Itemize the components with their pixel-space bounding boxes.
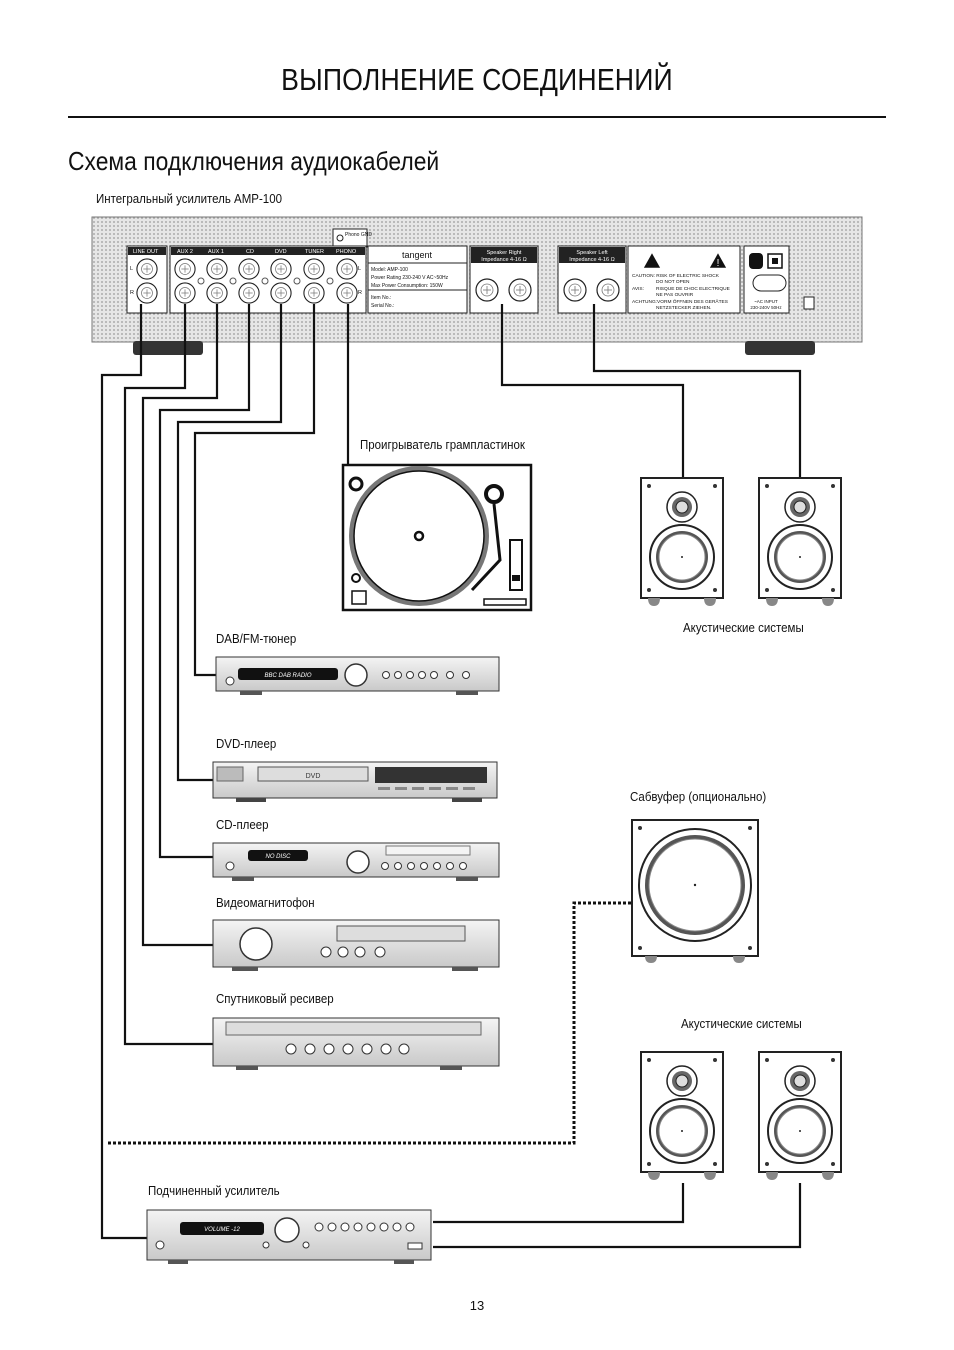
aux2-label: AUX 2 [177,249,193,255]
speaker-left-label: Speaker Left [576,250,608,256]
satellite-receiver [212,1017,500,1070]
tuner-display-text: BBC DAB RADIO [264,673,311,679]
do-not-open-text: DO NOT OPEN [656,279,690,285]
satellite-label: Спутниковый ресивер [216,992,334,1006]
rear-left-speaker [640,1050,724,1182]
achtung-text-1: ACHTUNG:VORM ÖFFNEN DES GERÄTES [632,298,728,305]
model-text: Model: AMP-100 [371,267,408,273]
ac-input-rating: 230-240V 50Hz [750,305,782,310]
ac-input-label: ~AC INPUT [754,299,778,304]
serial-no-text: Serial No.: [371,303,394,309]
amplifier-rear-panel: ! [91,216,863,355]
subwoofer [631,819,759,963]
page-title: ВЫПОЛНЕНИЕ СОЕДИНЕНИЙ [281,62,673,97]
panel-texts: LINE OUT AUX 2 AUX 1 CD DVD TUNER PHONO … [130,232,782,1233]
vcr-label: Видеомагнитофон [216,896,315,910]
right-channel-label: R [130,290,134,296]
dvd-display-text: DVD [306,773,321,780]
max-power-text: Max Power Consumption: 150W [371,283,443,289]
cables [100,304,802,1249]
aux1-label: AUX 1 [208,249,224,255]
slave-display-text: VOLUME -12 [204,1227,240,1233]
subwoofer-cable [108,901,632,1145]
cd-display-text: NO DISC [265,854,291,860]
dvd-label: DVD [275,249,287,255]
slave-amplifier [146,1209,432,1264]
line-out-label: LINE OUT [133,249,159,255]
phono-label: PHONO [336,249,357,255]
cd-player [212,842,500,881]
section-title: Схема подключения аудиокабелей [68,146,440,176]
turntable-label: Проигрыватель грампластинок [360,438,525,452]
power-rating-text: Power Rating 230-240 V AC~50Hz [371,275,449,281]
dvd-player [212,761,498,802]
cd-label: CD-плеер [216,818,269,832]
svg-text:!: ! [717,258,720,269]
dab-fm-tuner [215,656,500,695]
left-channel-label-2: L [358,266,361,272]
front-right-speaker [758,477,842,607]
rear-right-speaker [758,1050,842,1182]
video-recorder [212,919,500,971]
cd-label: CD [246,249,254,255]
brand-logo-text: tangent [402,250,433,260]
right-channel-label-2: R [358,290,362,296]
slave-amp-label: Подчиненный усилитель [148,1184,280,1198]
phono-gnd-label: Phono GND [345,232,372,238]
front-speakers-label: Акустические системы [683,621,804,635]
avis-text-1: RISQUE DE CHOC ELECTRIQUE [656,286,730,292]
tuner-label: TUNER [305,249,324,255]
item-no-text: Item No.: [371,295,391,301]
rear-speakers-label: Акустические системы [681,1017,802,1031]
title-divider [68,116,886,118]
avis-text-2: NE PAS OUVRIR [656,292,694,298]
left-channel-label: L [130,266,133,272]
amplifier-label: Интегральный усилитель AMP-100 [96,192,282,206]
turntable [341,463,533,612]
avis-label: AVIS: [632,286,644,292]
speaker-right-impedance: Impedance 4-16 Ω [481,257,526,263]
speaker-left-impedance: Impedance 4-16 Ω [569,257,614,263]
tuner-label: DAB/FM-тюнер [216,632,297,646]
dvd-label: DVD-плеер [216,737,277,751]
achtung-text-2: NETZSTECKER ZIEHEN. [656,305,711,311]
speaker-right-label: Speaker Right [487,250,522,256]
page-number: 13 [469,1298,485,1313]
caution-text: CAUTION: RISK OF ELECTRIC SHOCK [632,273,720,279]
subwoofer-label: Сабвуфер (опционально) [630,790,767,804]
front-left-speaker [640,477,724,607]
